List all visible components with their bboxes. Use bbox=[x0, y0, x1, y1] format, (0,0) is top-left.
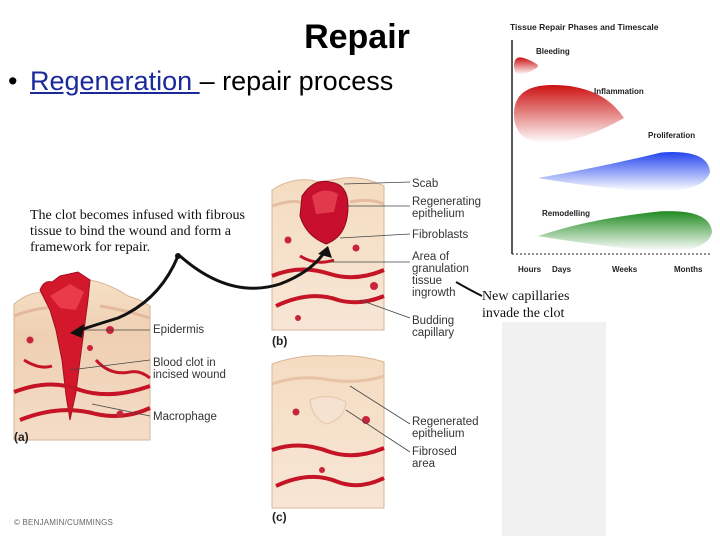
arrow-to-panel-a bbox=[73, 255, 180, 334]
label-regenerating-epithelium: Regenerating epithelium bbox=[412, 196, 482, 220]
arrow-to-capillaries bbox=[455, 281, 483, 297]
chart-series-bleeding bbox=[514, 57, 538, 75]
panel-letter-b: (b) bbox=[272, 334, 288, 348]
bullet-dot: • bbox=[8, 66, 18, 96]
tissue-repair-chart: Tissue Repair Phases and Timescale Bleed… bbox=[510, 22, 712, 274]
panel-b-illustration bbox=[271, 177, 411, 331]
label-granulation-tissue: Area of granulation tissue ingrowth bbox=[412, 251, 469, 299]
chart-series-remodelling bbox=[538, 211, 712, 252]
copyright-text: © BENJAMIN/CUMMINGS bbox=[14, 518, 114, 527]
chart-title: Tissue Repair Phases and Timescale bbox=[510, 22, 659, 32]
slide-title-text: Repair bbox=[304, 18, 410, 56]
label-budding-capillary: Budding capillary bbox=[412, 315, 455, 339]
chart-series-inflammation bbox=[514, 85, 624, 143]
chart-label-inflammation: Inflammation bbox=[594, 87, 644, 96]
bullet-row: • Regeneration – repair process bbox=[8, 66, 393, 97]
label-fibroblasts: Fibroblasts bbox=[412, 229, 469, 241]
regeneration-link[interactable]: Regeneration bbox=[30, 66, 200, 96]
label-blood-clot: Blood clot in incised wound bbox=[153, 357, 226, 381]
label-epidermis: Epidermis bbox=[153, 324, 205, 336]
capillaries-caption: New capillaries invade the clot bbox=[482, 289, 570, 321]
panel-letter-c: (c) bbox=[272, 510, 287, 524]
chart-label-bleeding: Bleeding bbox=[536, 47, 570, 56]
arrow-origin bbox=[175, 253, 181, 259]
label-fibrosed-area: Fibrosed area bbox=[412, 446, 457, 470]
label-scab: Scab bbox=[412, 178, 439, 190]
background-strip bbox=[502, 322, 606, 536]
slide-title: Repair bbox=[0, 18, 720, 57]
panel-letter-a: (a) bbox=[14, 430, 29, 444]
chart-series-proliferation bbox=[538, 152, 710, 192]
arrow-to-panel-b bbox=[179, 249, 328, 290]
chart-tick-weeks: Weeks bbox=[612, 265, 638, 274]
arrow-to-panel-a-head bbox=[70, 324, 84, 338]
bullet-rest: – repair process bbox=[199, 66, 394, 96]
clot-caption: The clot becomes infused with fibrous ti… bbox=[30, 208, 246, 255]
chart-tick-hours: Hours bbox=[518, 265, 542, 274]
panel-a-illustration bbox=[13, 271, 151, 441]
chart-label-remodelling: Remodelling bbox=[542, 209, 590, 218]
arrow-to-panel-b-head bbox=[318, 246, 332, 258]
label-macrophage: Macrophage bbox=[153, 411, 217, 423]
chart-label-proliferation: Proliferation bbox=[648, 131, 695, 140]
panel-c-illustration bbox=[271, 355, 411, 509]
label-regenerated-epithelium: Regenerated epithelium bbox=[412, 416, 479, 440]
chart-tick-months: Months bbox=[674, 265, 703, 274]
chart-tick-days: Days bbox=[552, 265, 572, 274]
